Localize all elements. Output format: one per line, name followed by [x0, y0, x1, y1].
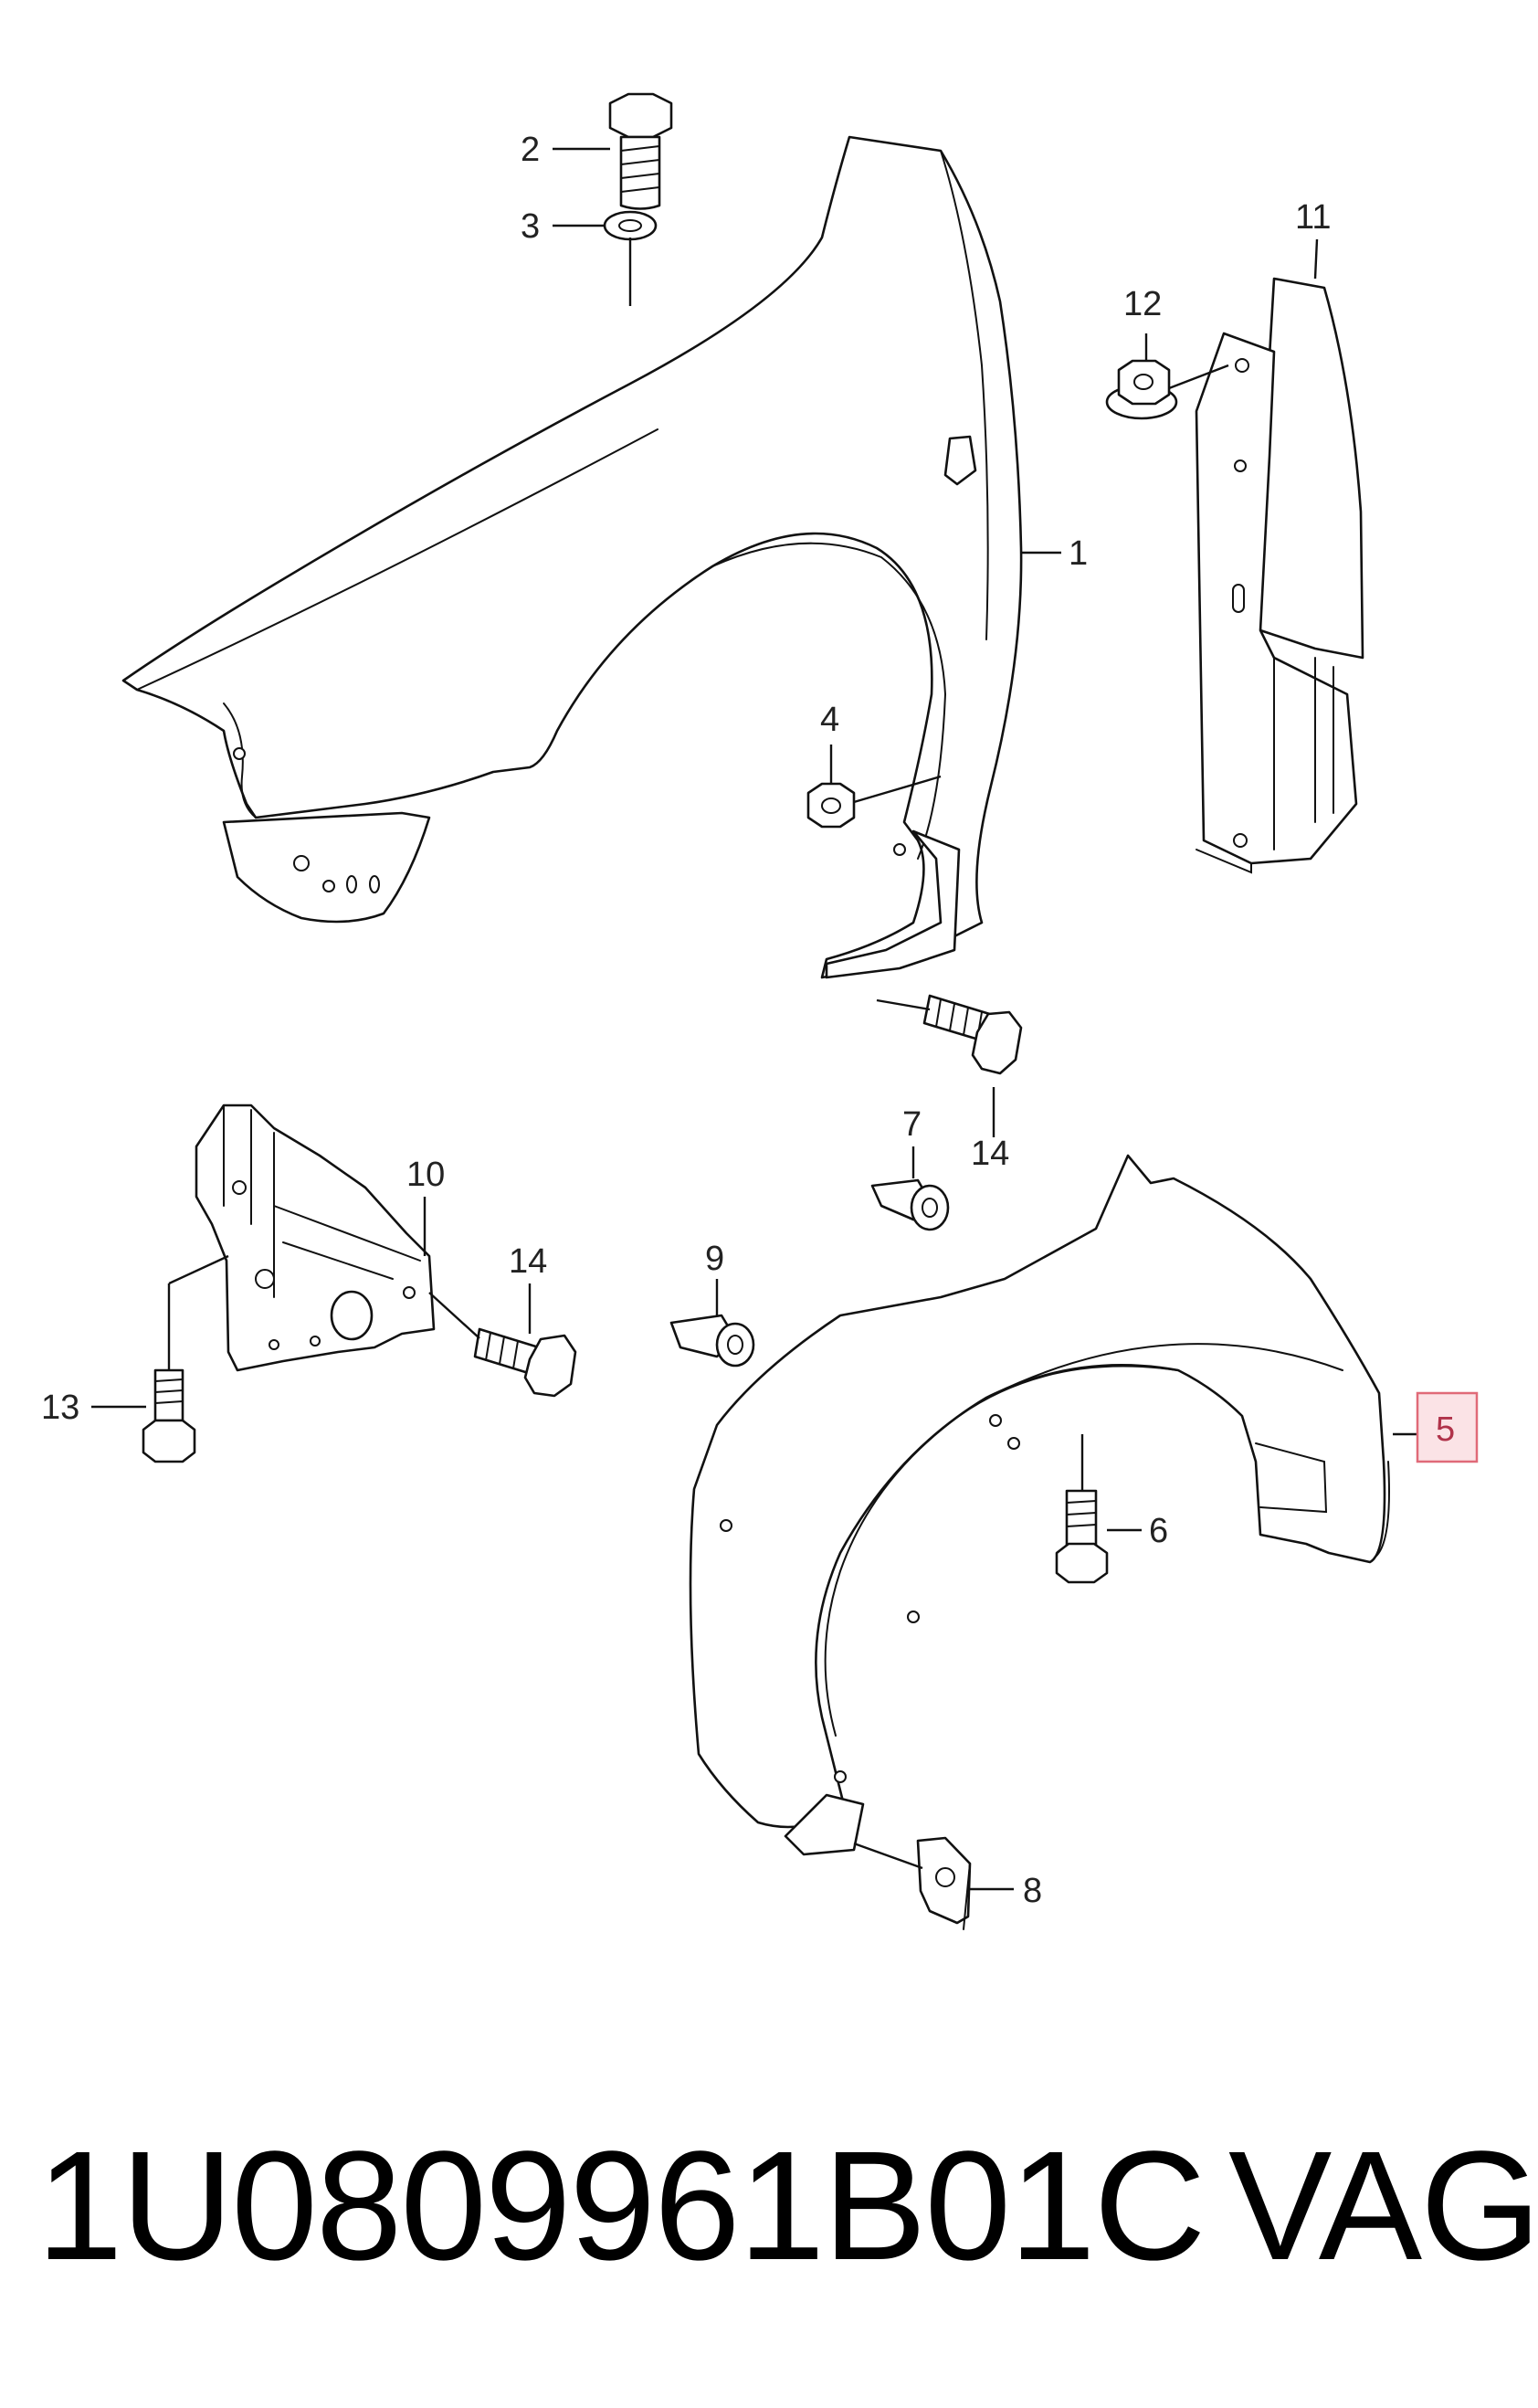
callout-7[interactable]: 7: [902, 1105, 922, 1144]
callout-13[interactable]: 13: [41, 1389, 79, 1427]
callout-labels: 1 2 3 4 5 6 7 8 9 10 11 12 13 14 14: [41, 131, 1479, 1910]
bolt-part-6[interactable]: [1055, 1489, 1109, 1584]
callout-14-upper[interactable]: 14: [971, 1135, 1009, 1173]
support-panel-part-11[interactable]: [1195, 277, 1364, 874]
callout-3[interactable]: 3: [521, 207, 540, 246]
brand-caption: VAG: [1228, 2119, 1538, 2293]
bolt-part-13[interactable]: [142, 1368, 196, 1463]
callout-5-highlight: [1416, 1391, 1479, 1463]
rivet-part-9[interactable]: [669, 1314, 755, 1368]
rivet-part-7[interactable]: [870, 1178, 950, 1231]
nut-part-4[interactable]: [806, 782, 856, 829]
bolt-part-14-lower[interactable]: [473, 1327, 577, 1398]
washer-part-3[interactable]: [603, 210, 658, 241]
callout-4[interactable]: 4: [820, 701, 839, 739]
callout-1[interactable]: 1: [1069, 534, 1088, 573]
bolt-part-14-upper[interactable]: [922, 994, 1023, 1075]
wheel-housing-liner-part-5[interactable]: [689, 1154, 1390, 1856]
callout-9[interactable]: 9: [705, 1240, 724, 1278]
hex-bolt-part-2[interactable]: [608, 92, 673, 210]
clip-part-8[interactable]: [916, 1836, 972, 1930]
callout-8[interactable]: 8: [1023, 1872, 1042, 1910]
bracket-part-10[interactable]: [195, 1104, 436, 1372]
callout-10[interactable]: 10: [406, 1156, 445, 1194]
flange-nut-part-12[interactable]: [1105, 359, 1178, 420]
callout-12[interactable]: 12: [1123, 285, 1162, 323]
callout-11[interactable]: 11: [1295, 198, 1331, 237]
callout-6[interactable]: 6: [1149, 1512, 1168, 1550]
front-fender-part[interactable]: [121, 135, 1023, 979]
callout-2[interactable]: 2: [521, 131, 540, 169]
leader-lines: [91, 147, 1425, 1891]
callout-5[interactable]: 5: [1436, 1410, 1455, 1449]
callout-14-lower[interactable]: 14: [509, 1242, 547, 1281]
part-number-caption: 1U0809961B01C: [37, 2119, 1206, 2293]
